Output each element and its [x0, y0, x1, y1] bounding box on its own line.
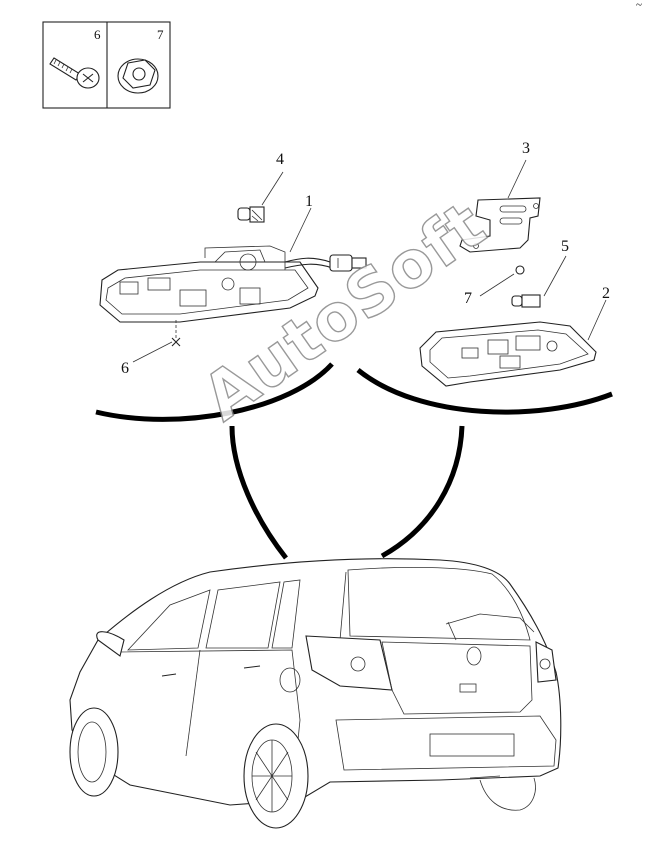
- callout-7: 7: [464, 290, 472, 307]
- bulb-part-4: [237, 206, 265, 223]
- callout-3: 3: [522, 140, 530, 157]
- nut-part-7: [515, 265, 525, 275]
- legend-number-7: 7: [157, 27, 164, 42]
- flange-nut-icon: [117, 58, 159, 94]
- corner-mark: ~: [636, 0, 642, 11]
- screw-part-6: [171, 320, 181, 347]
- bracket-part-3: [459, 197, 541, 253]
- callout-4: 4: [276, 151, 284, 168]
- callout-5: 5: [561, 238, 569, 255]
- screw-icon: [49, 57, 100, 89]
- callout-6: 6: [121, 360, 129, 377]
- callout-2: 2: [602, 285, 610, 302]
- callout-1: 1: [305, 193, 313, 210]
- legend-box: [42, 21, 171, 109]
- pointer-arcs: [95, 362, 613, 560]
- lamp-housing-part-1: [99, 245, 367, 323]
- legend-number-6: 6: [94, 27, 101, 42]
- hatchback-car-illustration: [69, 558, 562, 829]
- lens-cover-part-2: [419, 321, 597, 387]
- bulb-part-5: [511, 294, 541, 308]
- leader-lines: [132, 159, 607, 363]
